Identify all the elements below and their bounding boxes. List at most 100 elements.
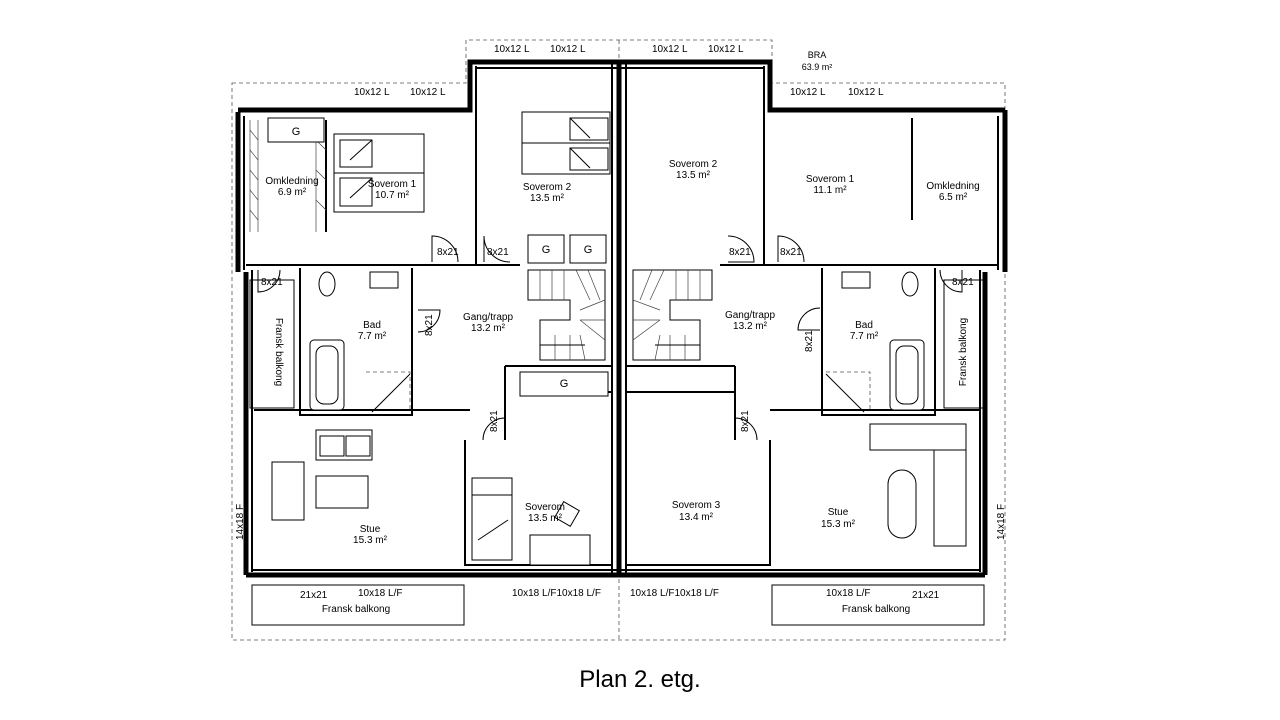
- win-side-right: 14x18 F: [996, 504, 1007, 540]
- table-left: [315, 475, 369, 509]
- room-stue-left-name: Stue: [360, 524, 381, 535]
- wardrobe-g-a: [527, 234, 565, 264]
- wardrobe-left: [249, 120, 327, 232]
- door-11: 21x21: [300, 590, 328, 601]
- room-soverom2-right-area: 13.5 m²: [676, 170, 711, 181]
- room-gang-right-name: Gang/trapp: [725, 310, 775, 321]
- plan-caption: Plan 2. etg.: [579, 666, 701, 693]
- bra-label: BRA 63.9 m²: [802, 50, 833, 72]
- g-label-3: G: [584, 244, 593, 256]
- room-soverom1-right-area: 11.1 m²: [813, 185, 847, 196]
- oval-table: [887, 469, 917, 539]
- toilet-left: [318, 271, 336, 297]
- room-gang-left-area: 13.2 m²: [471, 323, 506, 334]
- g-label-4: G: [560, 378, 569, 390]
- room-soverom3-area: 13.4 m²: [679, 512, 714, 523]
- door-10: 8x21: [740, 410, 751, 432]
- bra-value: 63.9 m²: [802, 62, 833, 72]
- room-stue-left-area: 15.3 m²: [353, 535, 388, 546]
- balcony-labels: Fransk balkong Fransk balkong Fransk bal…: [273, 318, 969, 615]
- door-3: 8x21: [729, 247, 751, 258]
- room-bad-left-area: 7.7 m²: [358, 331, 387, 342]
- room-stue-right-name: Stue: [828, 507, 849, 518]
- win-top-2: 10x12 L: [550, 44, 586, 55]
- chair: [554, 501, 580, 527]
- door-5: 8x21: [261, 277, 283, 288]
- win-top-4: 10x12 L: [708, 44, 744, 55]
- win-bottom-mid-left: 10x18 L/F10x18 L/F: [512, 588, 601, 599]
- win-top-3: 10x12 L: [652, 44, 688, 55]
- door-labels: 8x21 8x21 8x21 8x21 8x21 8x21 8x21 8x21 …: [261, 247, 974, 601]
- win-left-1: 10x12 L: [354, 87, 390, 98]
- wardrobe-g-mid: [519, 371, 609, 397]
- room-soverom-mid-name: Soverom: [525, 502, 565, 513]
- room-omkledning-left-name: Omkledning: [265, 176, 318, 187]
- stairs: [527, 269, 713, 361]
- bathtub-left: [309, 339, 345, 411]
- bathtub-right: [889, 339, 925, 411]
- win-top-1: 10x12 L: [494, 44, 530, 55]
- balcony-label-right: Fransk balkong: [958, 318, 969, 386]
- balcony-label-bottom-right: Fransk balkong: [842, 604, 910, 615]
- door-9: 8x21: [489, 410, 500, 432]
- furniture: [267, 111, 967, 566]
- bed-single: [471, 477, 513, 561]
- bath-fixtures: [309, 271, 925, 413]
- desk: [529, 534, 591, 566]
- win-side-left: 14x18 F: [235, 504, 246, 540]
- g-label-2: G: [542, 244, 551, 256]
- win-bottom-right: 10x18 L/F: [826, 588, 870, 599]
- room-soverom-mid-area: 13.5 m²: [528, 513, 563, 524]
- toilet-right: [901, 271, 919, 297]
- interior-walls: [246, 62, 998, 575]
- door-12: 21x21: [912, 590, 940, 601]
- corner-sofa-top: [869, 423, 967, 451]
- room-omkledning-right-name: Omkledning: [926, 181, 979, 192]
- room-soverom2-left-area: 13.5 m²: [530, 193, 565, 204]
- room-soverom2-left-name: Soverom 2: [523, 182, 572, 193]
- room-bad-left-name: Bad: [363, 320, 381, 331]
- win-bottom-left: 10x18 L/F: [358, 588, 402, 599]
- balcony-label-bottom-left: Fransk balkong: [322, 604, 390, 615]
- balcony-right: [943, 279, 985, 409]
- room-bad-right-area: 7.7 m²: [850, 331, 879, 342]
- win-right-1: 10x12 L: [790, 87, 826, 98]
- door-1: 8x21: [437, 247, 459, 258]
- g-label-1: G: [292, 126, 301, 138]
- armchair-left: [271, 461, 305, 521]
- door-8: 8x21: [804, 330, 815, 352]
- room-gang-right-area: 13.2 m²: [733, 321, 768, 332]
- window-labels: 10x12 L 10x12 L 10x12 L 10x12 L 10x12 L …: [235, 44, 1007, 599]
- room-bad-right-name: Bad: [855, 320, 873, 331]
- corner-sofa-side: [933, 449, 967, 547]
- door-2: 8x21: [487, 247, 509, 258]
- room-omkledning-left-area: 6.9 m²: [278, 187, 307, 198]
- win-bottom-mid-right: 10x18 L/F10x18 L/F: [630, 588, 719, 599]
- sink-right: [841, 271, 871, 289]
- room-soverom2-right-name: Soverom 2: [669, 159, 718, 170]
- win-left-2: 10x12 L: [410, 87, 446, 98]
- room-stue-right-area: 15.3 m²: [821, 519, 856, 530]
- room-soverom1-left-area: 10.7 m²: [375, 190, 410, 201]
- win-right-2: 10x12 L: [848, 87, 884, 98]
- balcony-bottom-left: [251, 584, 465, 626]
- door-4: 8x21: [780, 247, 802, 258]
- room-gang-left-name: Gang/trapp: [463, 312, 513, 323]
- bra-title: BRA: [808, 50, 827, 60]
- door-6: 8x21: [952, 277, 974, 288]
- balcony-left: [249, 279, 295, 409]
- balcony-bottom-right: [771, 584, 985, 626]
- room-labels: Omkledning 6.9 m² Soverom 1 10.7 m² Sove…: [265, 159, 979, 546]
- balcony-label-left: Fransk balkong: [273, 318, 284, 386]
- room-omkledning-right-area: 6.5 m²: [939, 192, 968, 203]
- door-7: 8x21: [424, 314, 435, 336]
- exterior-walls: [235, 59, 1008, 578]
- wardrobe-g-left: [267, 117, 325, 143]
- balconies: [249, 279, 985, 626]
- wardrobe-g-b: [569, 234, 607, 264]
- room-soverom1-right-name: Soverom 1: [806, 174, 855, 185]
- sink-left: [369, 271, 399, 289]
- room-soverom1-left-name: Soverom 1: [368, 179, 417, 190]
- room-soverom3-name: Soverom 3: [672, 500, 721, 511]
